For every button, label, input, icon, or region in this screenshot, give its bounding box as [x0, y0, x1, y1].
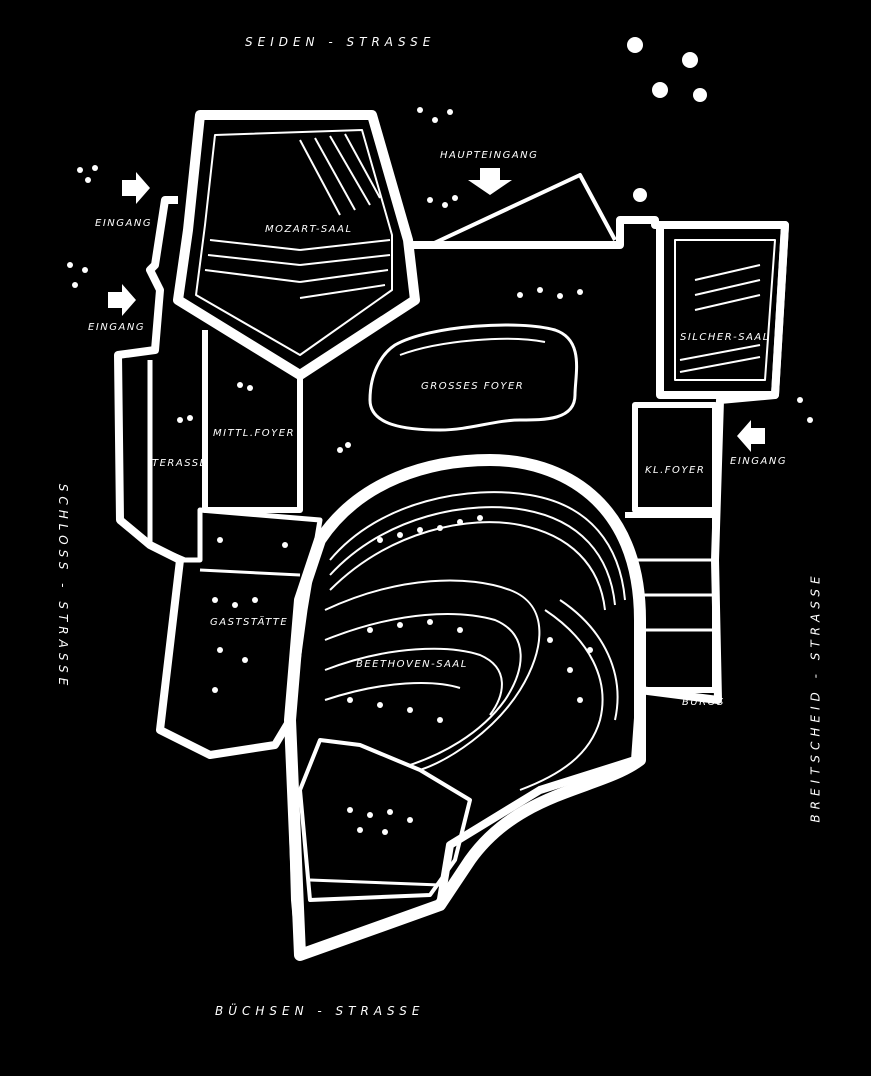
entrance-eingang-left-2: EINGANG: [88, 322, 146, 333]
street-left-label: SCHLOSS - STRASSE: [56, 483, 71, 691]
people-figures: [67, 37, 813, 453]
silcher-seating: [679, 264, 761, 373]
room-mittl-foyer: MITTL.FOYER: [213, 428, 296, 439]
street-top-label: SEIDEN - STRASSE: [245, 35, 436, 49]
room-beethoven-saal: BEETHOVEN-SAAL: [356, 659, 468, 670]
mittl-foyer-walls: [202, 330, 303, 513]
entrance-eingang-left-1: EINGANG: [95, 218, 153, 229]
silcher-saal-inner: [674, 239, 776, 381]
grosses-foyer-outline: [368, 323, 579, 432]
street-bottom-label: BÜCHSEN - STRASSE: [215, 1004, 425, 1018]
kl-foyer-outline: [632, 402, 718, 513]
arrow-eingang-1-icon: [122, 172, 150, 204]
beethoven-stage: [298, 738, 472, 902]
audience-dots: [212, 515, 593, 835]
silcher-saal-outline: [656, 221, 789, 399]
room-silcher-saal: SILCHER-SAAL: [680, 332, 770, 343]
haupteingang-canopy: [429, 173, 617, 247]
arrow-eingang-2-icon: [108, 284, 136, 316]
beethoven-saal-shell: [284, 454, 646, 961]
room-gaststaette: GASTSTÄTTE: [210, 617, 289, 628]
street-right-label: BREITSCHEID - STRASSE: [808, 571, 823, 823]
arrow-eingang-right-icon: [737, 420, 765, 452]
beethoven-seating: [324, 491, 626, 791]
mozart-saal-inner: [195, 129, 393, 356]
entrance-arrows: [108, 168, 765, 452]
room-grosses-foyer: GROSSES FOYER: [421, 381, 525, 392]
terasse-walls: [147, 360, 186, 563]
room-terasse: TERASSE: [152, 458, 208, 469]
bueros-block: [625, 512, 718, 693]
room-mozart-saal: MOZART-SAAL: [265, 224, 353, 235]
room-bueros: BÜROS: [682, 697, 725, 708]
mozart-saal-outline: [173, 110, 420, 380]
arrow-haupteingang-icon: [468, 168, 512, 195]
room-kl-foyer: KL.FOYER: [645, 465, 706, 476]
entrance-haupteingang: HAUPTEINGANG: [440, 150, 539, 161]
entrance-eingang-right: EINGANG: [730, 456, 788, 467]
mozart-seating: [204, 133, 391, 299]
